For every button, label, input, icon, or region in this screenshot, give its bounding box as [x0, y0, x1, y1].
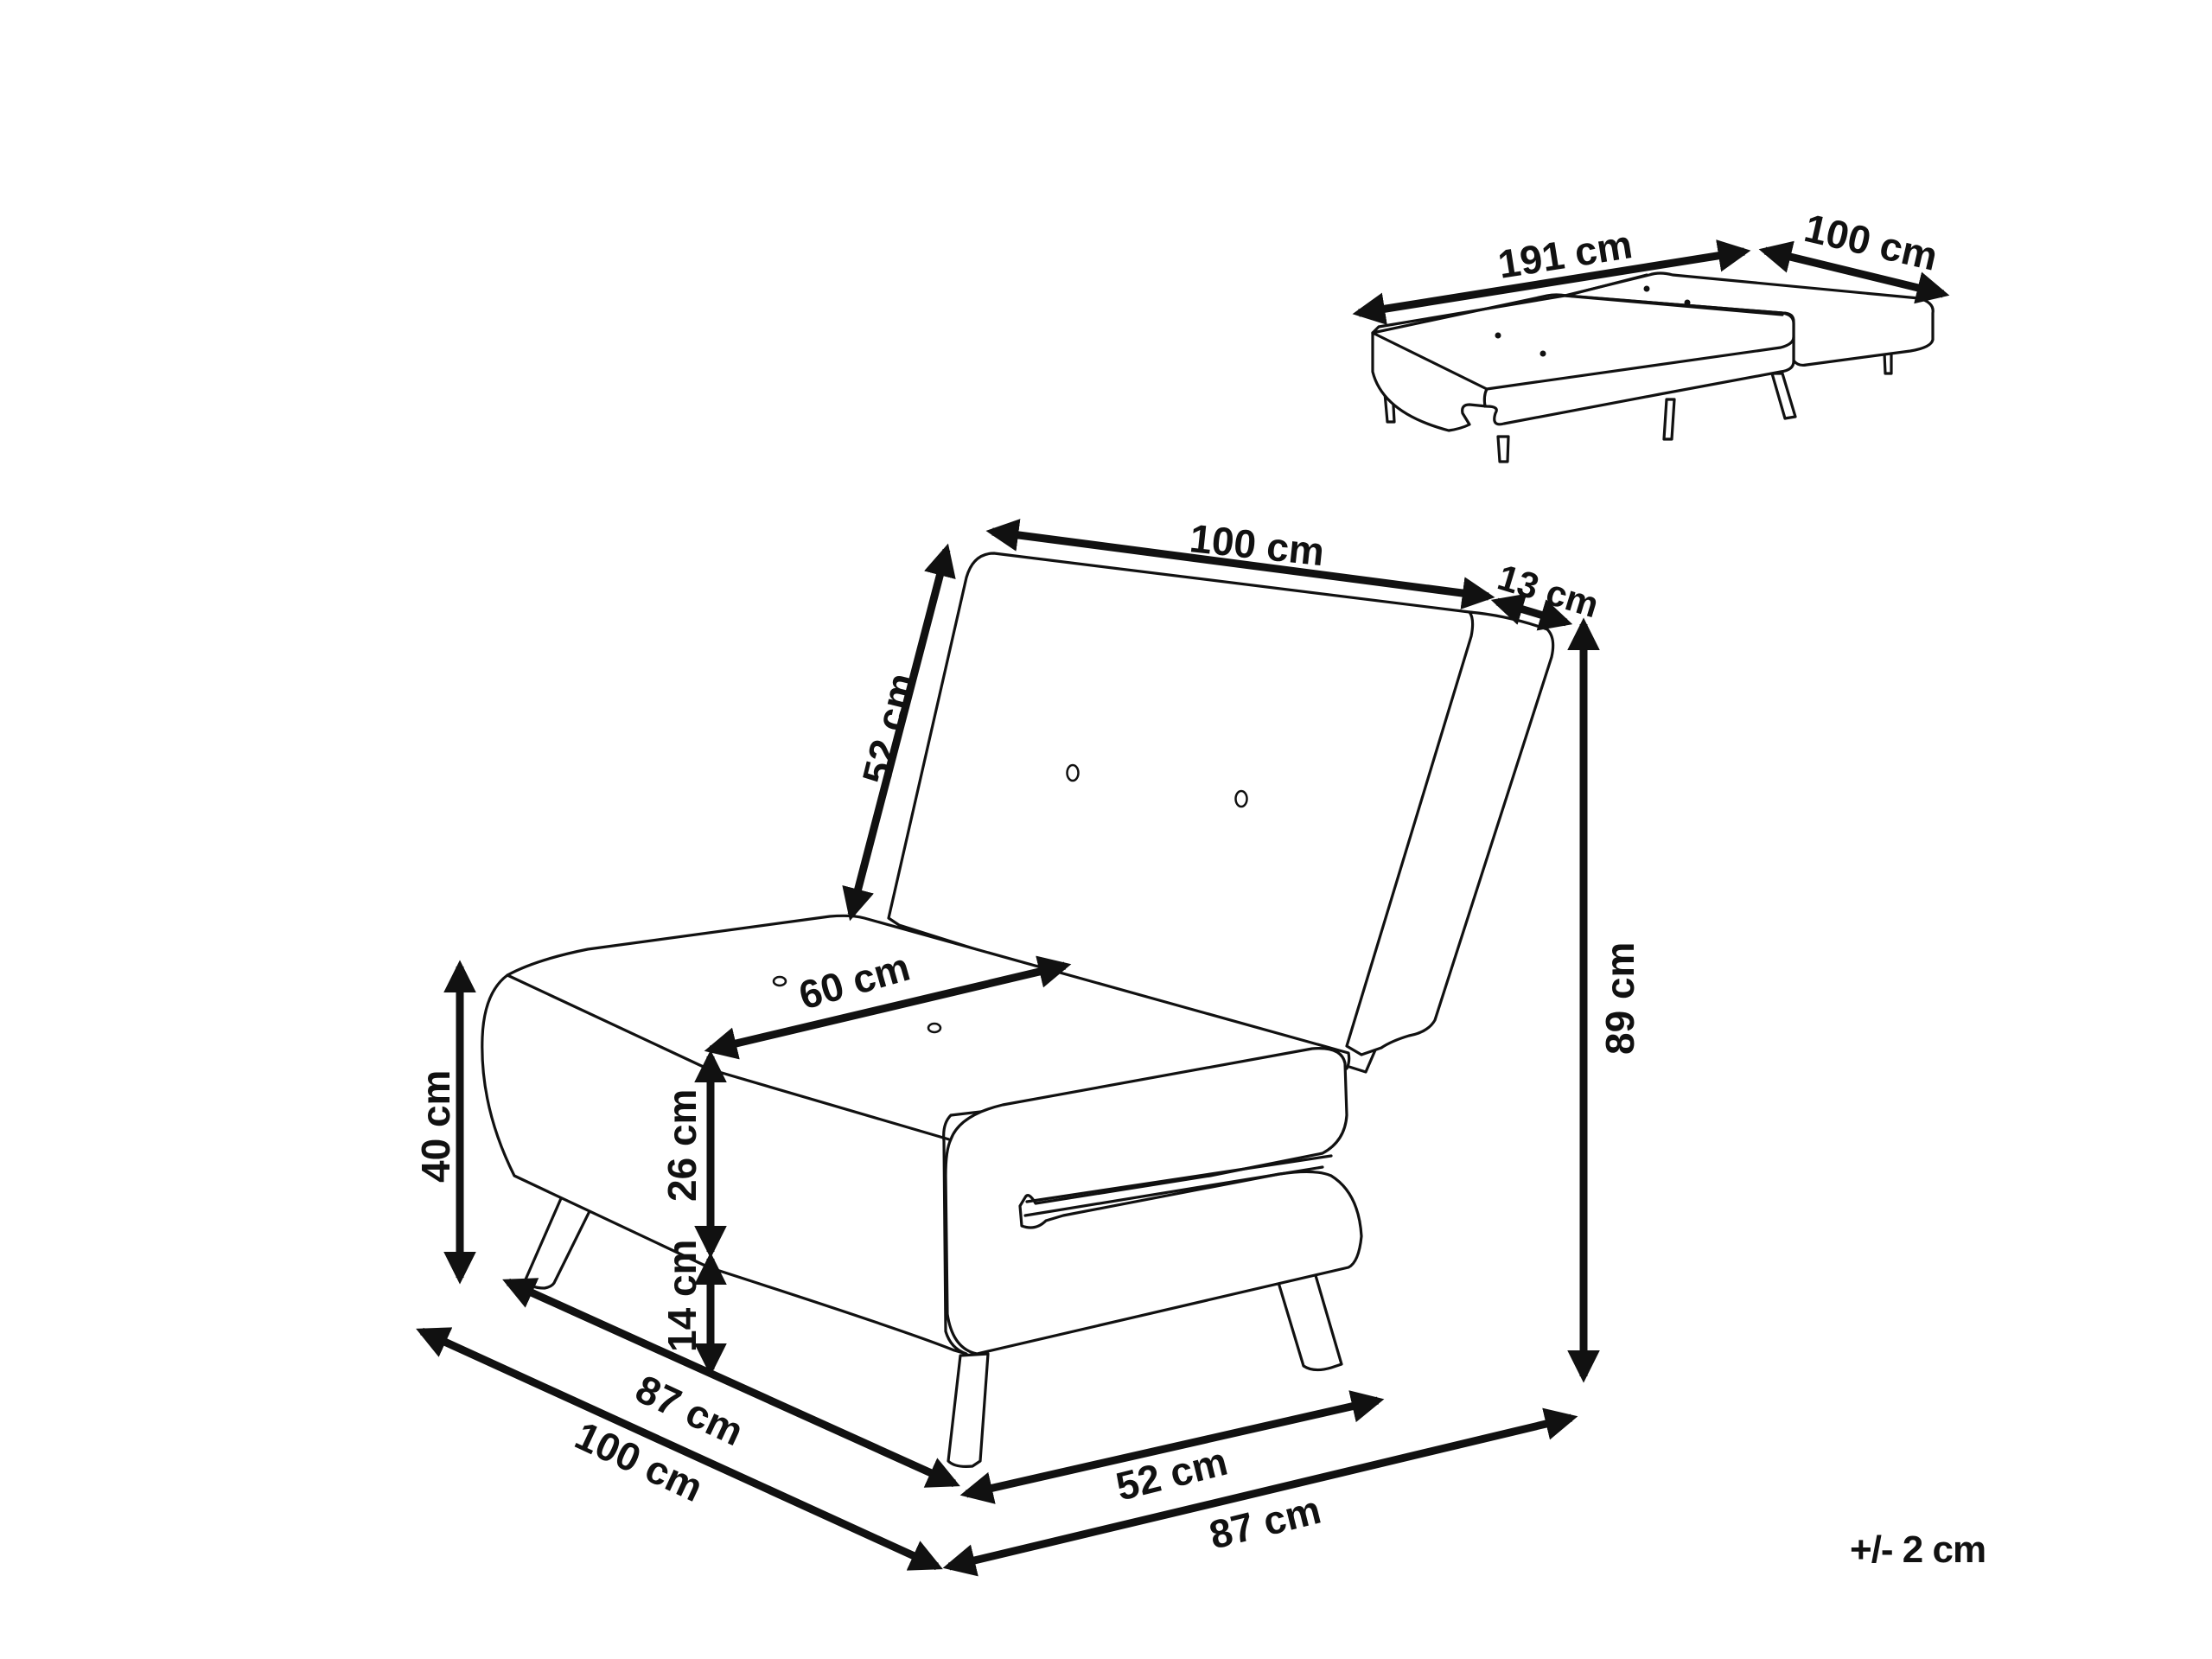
chair-leg-back-left: [524, 1195, 595, 1290]
arm-height-dimension: 40 cm: [413, 960, 476, 1285]
total-width-dimension: 87 cm: [942, 1407, 1578, 1577]
bed-width-dimension: 100 cm: [1758, 205, 1950, 304]
front-width-dimension: 52 cm: [959, 1390, 1385, 1509]
bed-main-section: [1371, 293, 1795, 432]
backrest-thickness-dimension: 13 cm: [1490, 557, 1603, 631]
seat-button-2: [927, 1022, 942, 1034]
seat-button-1: [772, 975, 787, 987]
backrest-width-label: 100 cm: [1188, 515, 1327, 574]
backrest-button-1: [1066, 763, 1080, 782]
chair-leg-front-left: [947, 1352, 990, 1468]
chair-seat-front: [944, 1047, 1363, 1356]
outer-depth-dimension: 100 cm: [416, 1327, 943, 1571]
tolerance-note: +/- 2 cm: [1850, 1528, 1986, 1571]
backrest-height-label: 52 cm: [853, 668, 924, 788]
leg-height-label: 14 cm: [660, 1240, 704, 1352]
bed-view-illustration: [1371, 271, 1935, 463]
seat-cushion-height-dimension: 26 cm: [660, 1050, 727, 1259]
backrest-button-2: [1234, 789, 1248, 808]
chair-leg-back-right: [1275, 1271, 1343, 1372]
total-height-label: 89 cm: [1597, 942, 1642, 1055]
arm-height-label: 40 cm: [413, 1070, 458, 1183]
chair-view-illustration: [481, 552, 1555, 1468]
seat-cushion-height-label: 26 cm: [660, 1089, 704, 1202]
total-height-dimension: 89 cm: [1567, 617, 1642, 1383]
